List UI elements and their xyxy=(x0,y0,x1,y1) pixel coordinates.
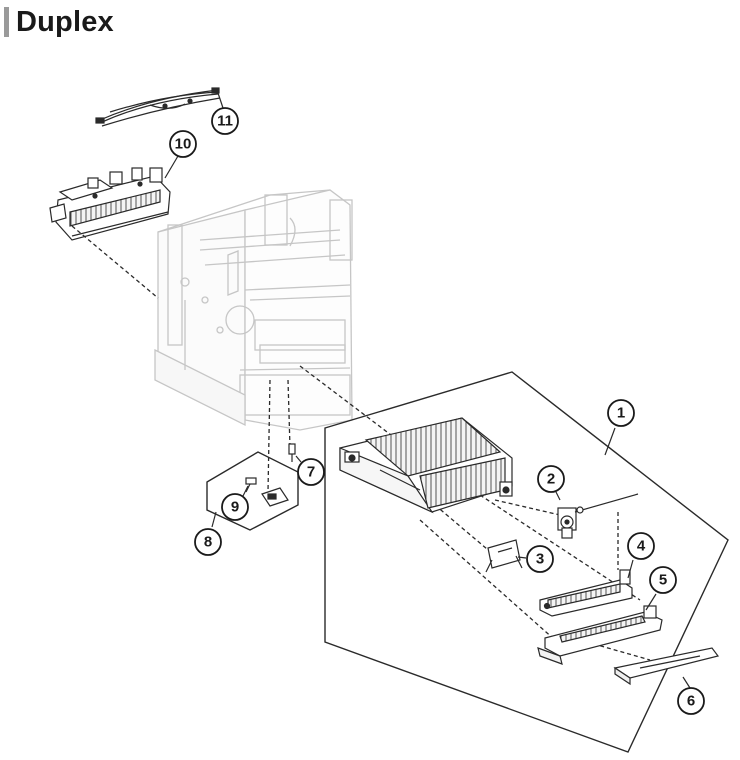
callout-3: 3 xyxy=(526,545,554,573)
callout-2: 2 xyxy=(537,465,565,493)
callout-5-label: 5 xyxy=(659,572,667,589)
callout-11-label: 11 xyxy=(217,113,233,130)
callout-4-label: 4 xyxy=(637,538,646,555)
callout-6: 6 xyxy=(677,687,705,715)
part-2-gear-assembly xyxy=(557,493,639,539)
printer-frame xyxy=(154,189,353,431)
callout-4: 4 xyxy=(627,532,655,560)
callout-5: 5 xyxy=(649,566,677,594)
part-6-plate xyxy=(613,647,720,686)
callout-10-label: 10 xyxy=(175,136,192,153)
callout-1-label: 1 xyxy=(617,405,625,422)
callout-9-label: 9 xyxy=(231,499,239,516)
callout-7: 7 xyxy=(297,458,325,486)
callout-11: 11 xyxy=(211,107,239,135)
part-9-sensor xyxy=(245,477,257,493)
page-title: Duplex xyxy=(16,5,114,38)
callout-8-label: 8 xyxy=(204,534,212,551)
assembly-leader-lines xyxy=(71,225,651,661)
callout-3-label: 3 xyxy=(536,551,544,568)
part-8-group-outline xyxy=(206,451,299,531)
callout-leaders xyxy=(164,92,691,689)
part-1-group-outline xyxy=(324,371,729,753)
callout-8: 8 xyxy=(194,528,222,556)
part-4-guide xyxy=(539,569,633,617)
callout-1: 1 xyxy=(607,399,635,427)
callout-2-label: 2 xyxy=(547,471,555,488)
part-8-board xyxy=(261,487,289,507)
callout-10: 10 xyxy=(169,130,197,158)
part-5-cover xyxy=(537,605,663,665)
part-11-cable-harness xyxy=(95,87,221,127)
callout-6-label: 6 xyxy=(687,693,695,710)
header-accent-bar xyxy=(4,7,9,37)
part-7-screw xyxy=(288,443,296,462)
callout-9: 9 xyxy=(221,493,249,521)
callout-7-label: 7 xyxy=(307,464,315,481)
page-header: Duplex xyxy=(0,0,114,44)
part-3-bracket xyxy=(485,539,523,573)
duplex-unit xyxy=(339,417,513,514)
part-10-upper-assembly xyxy=(49,167,171,241)
